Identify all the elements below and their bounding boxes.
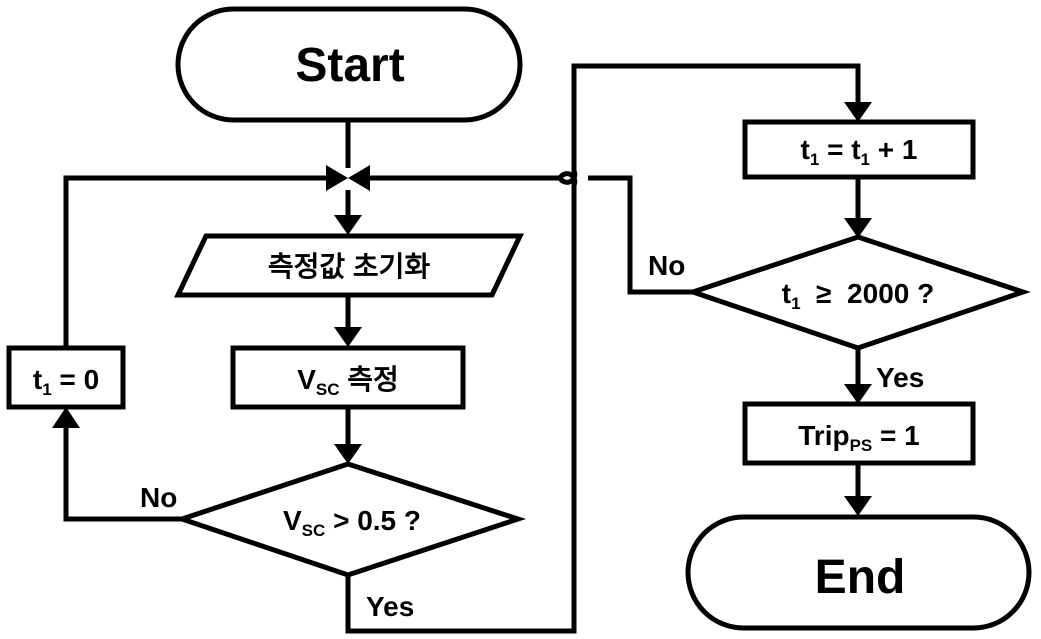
reset-label: t1 = 0 (33, 364, 99, 399)
reset-box (6, 345, 126, 410)
trip-label: TripPS = 1 (798, 420, 920, 455)
init-parallelogram (174, 233, 524, 298)
arrowhead-merge-left (326, 165, 348, 191)
increment-label: t1 = t1 + 1 (801, 134, 918, 169)
arrowhead-to-end (844, 496, 872, 516)
arrowhead-to-decision (334, 444, 362, 464)
yes-label-bottom: Yes (366, 591, 414, 622)
arrowhead-to-measure (334, 327, 362, 347)
no-label-left: No (140, 482, 177, 513)
vsc-decision-diamond (174, 461, 527, 578)
yes-label-right: Yes (876, 362, 924, 393)
measure-label: VSC 측정 (297, 364, 399, 399)
connector-no-to-reset (63, 425, 182, 522)
vsc-condition-label: VSC > 0.5 ? (283, 505, 421, 540)
arrowhead-to-trip (844, 384, 872, 404)
timer-decision-diamond (685, 234, 1031, 351)
end-terminal (685, 514, 1032, 631)
increment-box (742, 119, 976, 180)
arrowhead-to-timer-decision (844, 218, 872, 238)
measure-box (230, 345, 466, 410)
arrowhead-to-increment (844, 102, 872, 122)
arrowhead-to-reset (52, 407, 80, 428)
arrowhead-merge-right (348, 165, 370, 191)
end-label: End (815, 551, 906, 604)
no-label-right: No (648, 250, 685, 281)
connector-reset-to-merge (63, 175, 328, 348)
trip-box (742, 401, 976, 466)
start-label: Start (295, 39, 404, 92)
connector-timer-no-loop (588, 175, 693, 295)
start-terminal (175, 6, 523, 123)
timer-condition-label: t1 ≥ 2000 ? (782, 278, 934, 313)
init-label: 측정값 초기화 (268, 251, 431, 282)
arrowhead-to-init (334, 215, 362, 235)
